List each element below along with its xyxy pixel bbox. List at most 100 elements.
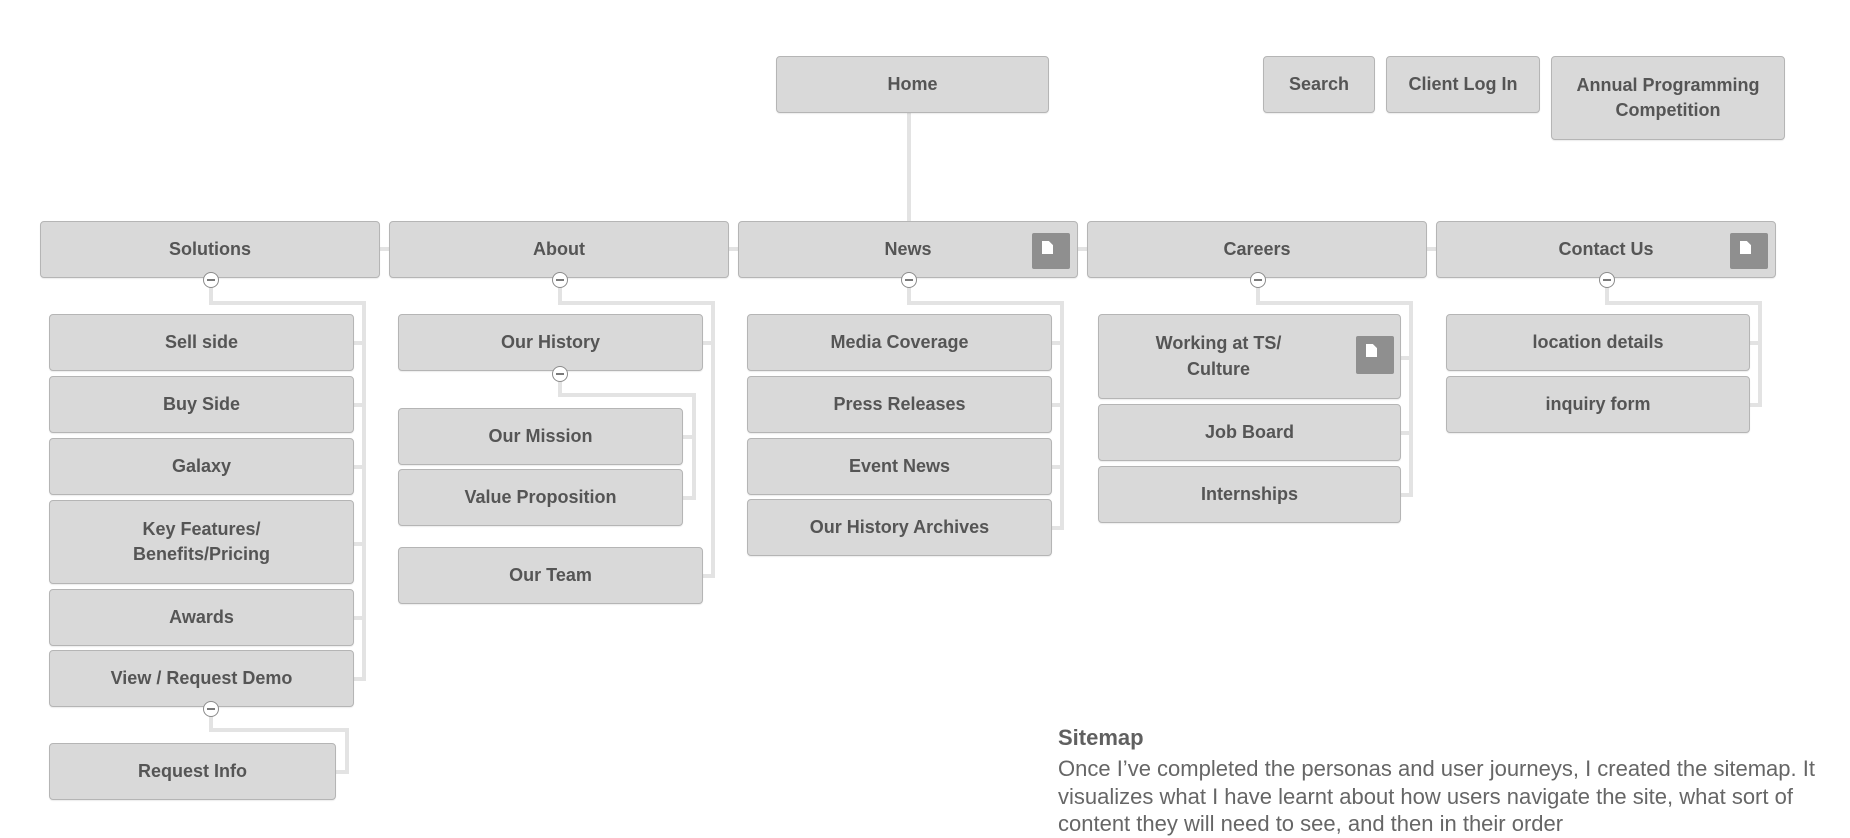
node-annual-programming-competition[interactable]: Annual Programming Competition [1551,56,1785,140]
connector-line [1605,301,1762,305]
connector-line [1400,356,1413,360]
connector-line [335,770,349,774]
connector-line [907,288,911,303]
node-our-mission[interactable]: Our Mission [398,408,683,465]
connector-line [1758,301,1762,407]
node-event-news[interactable]: Event News [747,438,1052,495]
connector-line [682,496,696,500]
node-request-info[interactable]: Request Info [49,743,336,800]
collapse-icon[interactable] [552,272,568,288]
connector-line [1426,247,1438,251]
node-our-team[interactable]: Our Team [398,547,703,604]
collapse-icon[interactable] [1599,272,1615,288]
connector-line [1051,465,1064,469]
node-value-proposition[interactable]: Value Proposition [398,469,683,526]
connector-line [702,574,715,578]
connector-line [209,716,213,730]
node-about[interactable]: About [389,221,729,278]
node-view-request-demo[interactable]: View / Request Demo [49,650,354,707]
node-label: Request Info [137,760,247,781]
connector-line [558,288,562,303]
node-label: location details [1532,331,1664,352]
connector-line [1051,341,1064,345]
connector-line [711,301,715,577]
collapse-icon[interactable] [1250,272,1266,288]
node-label: Home [887,73,938,94]
node-careers[interactable]: Careers [1087,221,1427,278]
connector-line [682,435,696,439]
collapse-icon[interactable] [203,272,219,288]
connector-line [702,341,715,345]
node-label: Job Board [1204,421,1294,442]
connector-line [353,677,366,681]
connector-line [379,247,391,251]
node-search[interactable]: Search [1263,56,1375,113]
connector-line [209,301,366,305]
node-label: News [884,238,932,259]
collapse-icon[interactable] [552,366,568,382]
connector-line [209,728,349,732]
connector-line [558,393,696,397]
node-label: Our Team [509,564,592,585]
node-working-at-ts[interactable]: Working at TS/ Culture [1098,314,1401,399]
node-label: Event News [848,455,951,476]
connector-line [692,393,696,500]
node-news[interactable]: News [738,221,1078,278]
connector-line [1749,403,1762,407]
collapse-icon[interactable] [203,701,219,717]
node-label: Galaxy [171,455,232,476]
node-label: Search [1288,73,1350,94]
node-label: Awards [169,606,234,627]
connector-line [728,247,740,251]
page-icon [1032,233,1070,269]
node-media-coverage[interactable]: Media Coverage [747,314,1052,371]
node-key-features[interactable]: Key Features/ Benefits/Pricing [49,500,354,584]
connector-line [209,288,213,303]
connector-line [345,728,349,772]
node-label: Sell side [164,331,239,352]
connector-line [353,616,366,620]
caption-body: Once I’ve completed the personas and use… [1058,756,1815,836]
node-solutions[interactable]: Solutions [40,221,380,278]
connector-line [1409,301,1413,496]
node-label: Contact Us [1558,238,1654,259]
node-our-history[interactable]: Our History [398,314,703,371]
node-inquiry-form[interactable]: inquiry form [1446,376,1750,433]
connector-line [907,301,1064,305]
connector-line [353,465,366,469]
node-label: inquiry form [1545,393,1651,414]
collapse-icon[interactable] [901,272,917,288]
node-press-releases[interactable]: Press Releases [747,376,1052,433]
connector-line [353,542,366,546]
node-our-history-archives[interactable]: Our History Archives [747,499,1052,556]
node-label: Media Coverage [830,331,969,352]
node-label: View / Request Demo [110,667,293,688]
connector-line [1400,493,1413,497]
connector-line [1400,431,1413,435]
connector-line [1256,288,1260,303]
node-contact-us[interactable]: Contact Us [1436,221,1776,278]
node-awards[interactable]: Awards [49,589,354,646]
node-home[interactable]: Home [776,56,1049,113]
node-client-login[interactable]: Client Log In [1386,56,1540,113]
connector-line [558,381,562,395]
connector-line [362,301,366,680]
node-job-board[interactable]: Job Board [1098,404,1401,461]
connector-line [1060,301,1064,529]
node-buy-side[interactable]: Buy Side [49,376,354,433]
node-galaxy[interactable]: Galaxy [49,438,354,495]
node-label: Our History [500,331,601,352]
node-label: Careers [1223,238,1291,259]
node-label: Key Features/ Benefits/Pricing [132,518,271,564]
node-label: About [533,238,585,259]
connector-line [1605,288,1609,303]
node-location-details[interactable]: location details [1446,314,1750,371]
node-label: Press Releases [833,393,966,414]
connector-line [907,113,911,222]
connector-line [1077,247,1089,251]
node-label: Annual Programming Competition [1576,74,1760,120]
caption-title: Sitemap [1058,725,1144,750]
node-internships[interactable]: Internships [1098,466,1401,523]
node-sell-side[interactable]: Sell side [49,314,354,371]
